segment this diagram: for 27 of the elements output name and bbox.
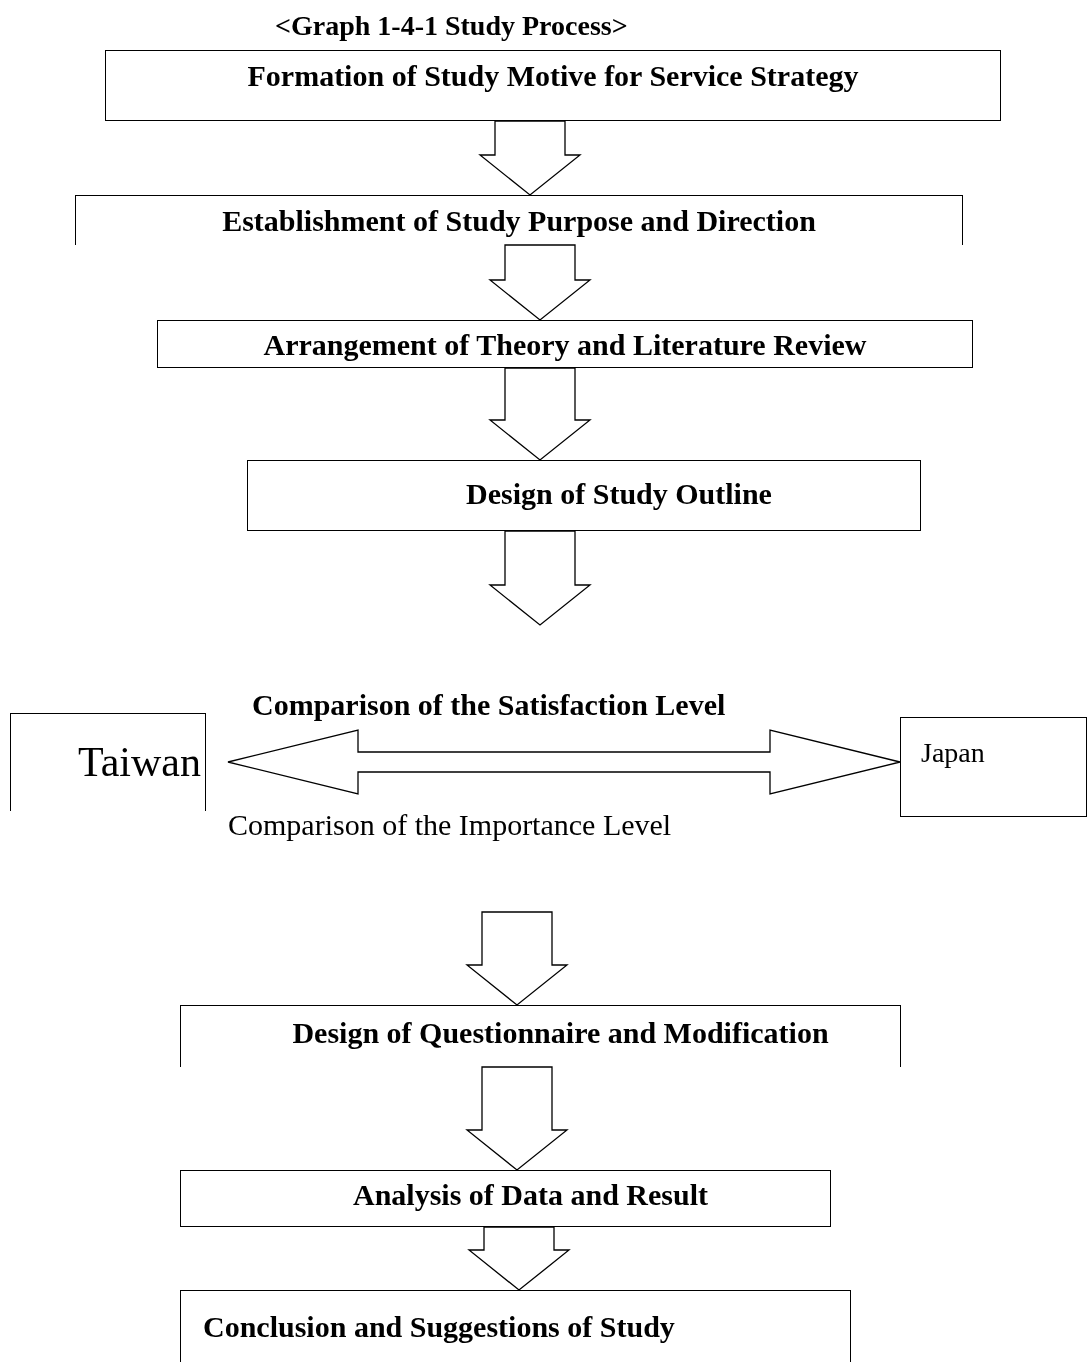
process-box: [180, 1005, 901, 1067]
process-box: [900, 717, 1087, 817]
block-arrow: [488, 530, 592, 626]
box-label: Formation of Study Motive for Service Strategy: [247, 59, 859, 92]
box-label: Design of Questionnaire and Modification: [292, 1016, 829, 1049]
block-arrow: [478, 120, 582, 196]
process-box: [75, 195, 963, 245]
diagram-title: <Graph 1-4-1 Study Process>: [275, 10, 628, 42]
box-label: Japan: [921, 738, 985, 769]
block-arrow: [465, 911, 569, 1006]
block-arrow: [227, 729, 901, 795]
process-box: [105, 50, 1001, 121]
process-box: [180, 1170, 831, 1227]
process-box: [10, 713, 206, 811]
box-label: Analysis of Data and Result: [352, 1178, 709, 1211]
box-label: Establishment of Study Purpose and Direction: [222, 204, 816, 237]
process-box: [180, 1290, 851, 1362]
box-label: Design of Study Outline: [466, 477, 772, 510]
box-label: Conclusion and Suggestions of Study: [203, 1310, 675, 1343]
box-label: Arrangement of Theory and Literature Review: [263, 327, 867, 361]
box-label: Taiwan: [78, 739, 201, 786]
block-arrow: [488, 244, 592, 321]
block-arrow: [488, 367, 592, 461]
block-arrow: [465, 1066, 569, 1171]
process-box: [247, 460, 921, 531]
block-arrow: [467, 1226, 571, 1291]
process-box: [157, 320, 973, 368]
